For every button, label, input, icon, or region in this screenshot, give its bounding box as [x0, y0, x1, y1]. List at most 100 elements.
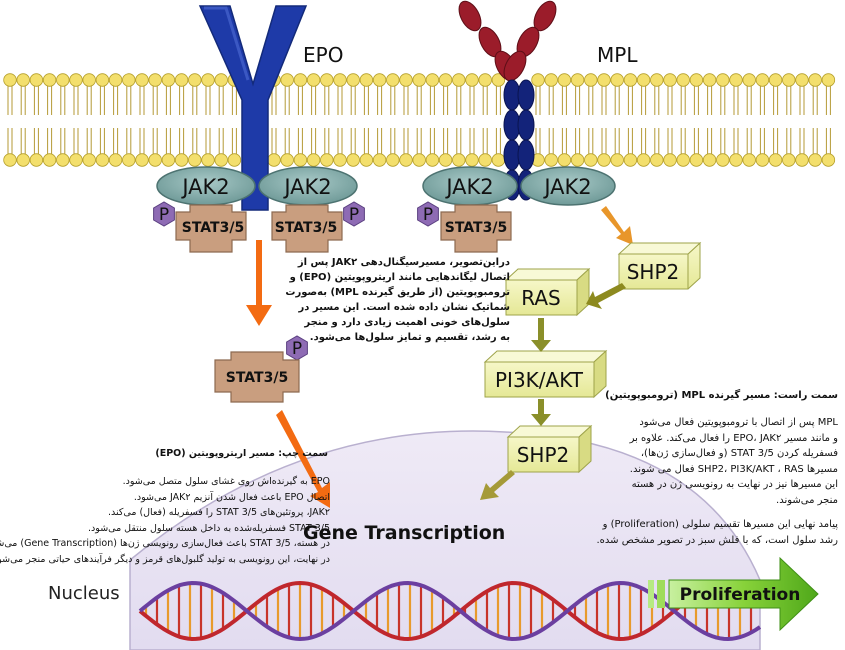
lipid-head — [56, 153, 70, 167]
lipid-head — [597, 73, 611, 87]
phospho-p: P — [343, 201, 365, 227]
lipid-head — [663, 73, 677, 87]
lipid-head — [438, 73, 453, 87]
lipid-head — [782, 153, 796, 167]
lipid-head — [122, 73, 136, 87]
lipid-head — [333, 73, 347, 87]
svg-text:JAK2: JAK2 — [282, 175, 331, 199]
svg-text:P: P — [159, 205, 169, 225]
lipid-head — [570, 73, 585, 87]
lipid-head — [227, 153, 242, 167]
lipid-head — [557, 153, 572, 167]
lipid-head — [702, 153, 717, 167]
lipid-head — [359, 73, 374, 87]
mpl-transmembrane-segment — [517, 79, 535, 111]
lipid-head — [174, 153, 189, 167]
mpl-transmembrane-segment — [517, 139, 535, 171]
lipid-head — [689, 73, 704, 87]
proliferation-note-line: پیامد نهایی این مسیرها تقسیم سلولی (Prol… — [602, 519, 838, 530]
lipid-head — [293, 73, 308, 87]
proliferation-note-line: رشد سلول است، که با فلش سبز در تصویر مشخ… — [596, 534, 838, 546]
lipid-head — [306, 153, 321, 167]
lipid-head — [452, 73, 466, 87]
lipid-head — [623, 73, 638, 87]
lipid-head — [267, 153, 281, 167]
lipid-head — [29, 73, 44, 87]
stat-block-nuclear: STAT3/5 — [214, 351, 300, 403]
lipid-head — [386, 73, 400, 87]
svg-text:STAT3/5: STAT3/5 — [275, 220, 337, 236]
shp2-box-top: SHP2 — [617, 241, 702, 290]
svg-text:STAT3/5: STAT3/5 — [445, 220, 507, 236]
mpl-extracellular-domain — [458, 0, 482, 32]
dna-strand — [138, 580, 762, 642]
jak2-left-2: JAK2 — [258, 166, 358, 206]
stat-block-2: STAT3/5 — [271, 204, 343, 253]
mpl-extracellular-domain — [503, 50, 527, 82]
lipid-head — [108, 73, 123, 87]
left-pathway-title: سمت چپ: مسیر اریتروپویتین (EPO) — [155, 448, 328, 459]
lipid-head — [742, 153, 756, 167]
lipid-head — [452, 153, 466, 167]
lipid-head — [465, 153, 479, 167]
lipid-head — [16, 73, 30, 87]
left-pathway-notes: EPO به گیرنده‌اش روی غشای سلول متصل می‌ش… — [0, 474, 330, 567]
gene-transcription-label: Gene Transcription — [303, 522, 505, 544]
right-note-line: منجر می‌شوند. — [776, 494, 838, 506]
lipid-head — [544, 153, 558, 167]
lipid-head — [122, 153, 136, 167]
lipid-head — [29, 153, 44, 167]
lipid-head — [425, 73, 440, 87]
dna-strand — [138, 580, 762, 642]
lipid-head — [729, 153, 743, 167]
svg-text:P: P — [349, 205, 359, 225]
lipid-head — [821, 153, 836, 167]
lipid-head — [412, 73, 426, 87]
ras-box: RAS — [504, 267, 591, 317]
lipid-head — [386, 153, 400, 167]
lipid-head — [42, 153, 57, 167]
cell-membrane — [3, 73, 836, 167]
lipid-head — [359, 153, 374, 167]
lipid-head — [399, 73, 413, 87]
lipid-head — [610, 153, 624, 167]
lipid-head — [135, 153, 149, 167]
lipid-head — [584, 153, 598, 167]
lipid-head — [650, 73, 664, 87]
lipid-head — [755, 73, 770, 87]
lipid-head — [3, 153, 17, 167]
lipid-head — [346, 153, 360, 167]
svg-text:P: P — [292, 339, 302, 359]
lipid-head — [755, 153, 770, 167]
lipid-head — [161, 73, 176, 87]
lipid-head — [729, 73, 743, 87]
svg-text:JAK2: JAK2 — [180, 175, 229, 199]
lipid-head — [557, 73, 572, 87]
left-note-line: JAK۲، پروتئین‌های STAT 3/5 را فسفریله (ف… — [108, 507, 330, 518]
right-note-line: این مسیرها نیز در نهایت به رونویسی ژن در… — [631, 479, 838, 490]
intro-line: سلول‌های خونی اهمیت زیادی دارد و منجر — [304, 317, 510, 328]
phospho-p: P — [417, 201, 439, 227]
lipid-head — [716, 73, 730, 87]
phospho-p: P — [153, 201, 175, 227]
lipid-head — [214, 73, 228, 87]
lipid-head — [478, 153, 492, 167]
lipid-head — [320, 153, 334, 167]
lipid-head — [716, 153, 730, 167]
lipid-head — [438, 153, 453, 167]
right-pathway-notes: MPL پس از اتصال با ترومبوپویتین فعال می‌… — [598, 415, 838, 508]
left-note-line: در هسته، STAT 3/5 باعث فعال‌سازی رونویسی… — [0, 538, 330, 549]
jak2-left-1: JAK2 — [156, 166, 256, 206]
lipid-head — [95, 73, 110, 87]
dna-helix — [138, 580, 762, 642]
lipid-head — [768, 153, 783, 167]
lipid-head — [69, 153, 83, 167]
lipid-head — [188, 153, 202, 167]
mpl-transmembrane-segment — [517, 109, 535, 141]
right-note-line: مسیرها SHP2، PI3K/AKT ، RAS فعال می شوند… — [629, 463, 838, 475]
lipid-head — [161, 153, 176, 167]
lipid-head — [584, 73, 598, 87]
lipid-head — [544, 73, 558, 87]
right-note-line: فسفریله کردن STAT 3/5 (و فعال‌سازی ژن‌ها… — [640, 448, 838, 459]
lipid-head — [636, 153, 651, 167]
